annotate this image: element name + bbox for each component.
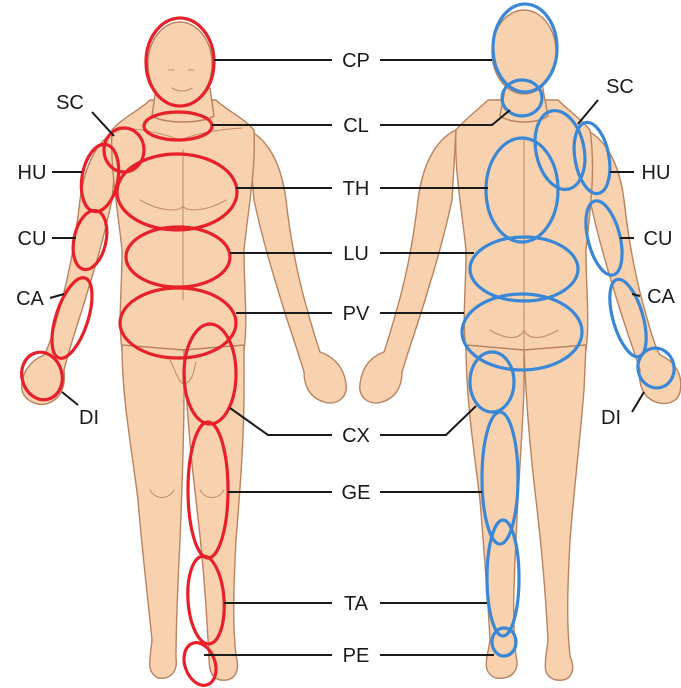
label-lu: LU bbox=[343, 243, 369, 265]
label-di-back: DI bbox=[601, 407, 621, 429]
label-cu-back: CU bbox=[644, 228, 673, 250]
label-cl: CL bbox=[343, 115, 369, 137]
label-di-front: DI bbox=[79, 407, 99, 429]
label-hu-back: HU bbox=[642, 162, 671, 184]
label-cu-front: CU bbox=[18, 228, 47, 250]
label-th: TH bbox=[343, 178, 370, 200]
label-cx: CX bbox=[342, 425, 370, 447]
label-cp: CP bbox=[342, 50, 370, 72]
label-ta: TA bbox=[344, 593, 369, 615]
label-hu-front: HU bbox=[18, 162, 47, 184]
label-pe: PE bbox=[343, 645, 370, 667]
label-ca-back: CA bbox=[647, 286, 675, 308]
label-ge: GE bbox=[342, 482, 371, 504]
label-sc-back: SC bbox=[606, 76, 634, 98]
label-ca-front: CA bbox=[16, 288, 44, 310]
label-sc-front: SC bbox=[56, 92, 84, 114]
label-pv: PV bbox=[343, 303, 370, 325]
